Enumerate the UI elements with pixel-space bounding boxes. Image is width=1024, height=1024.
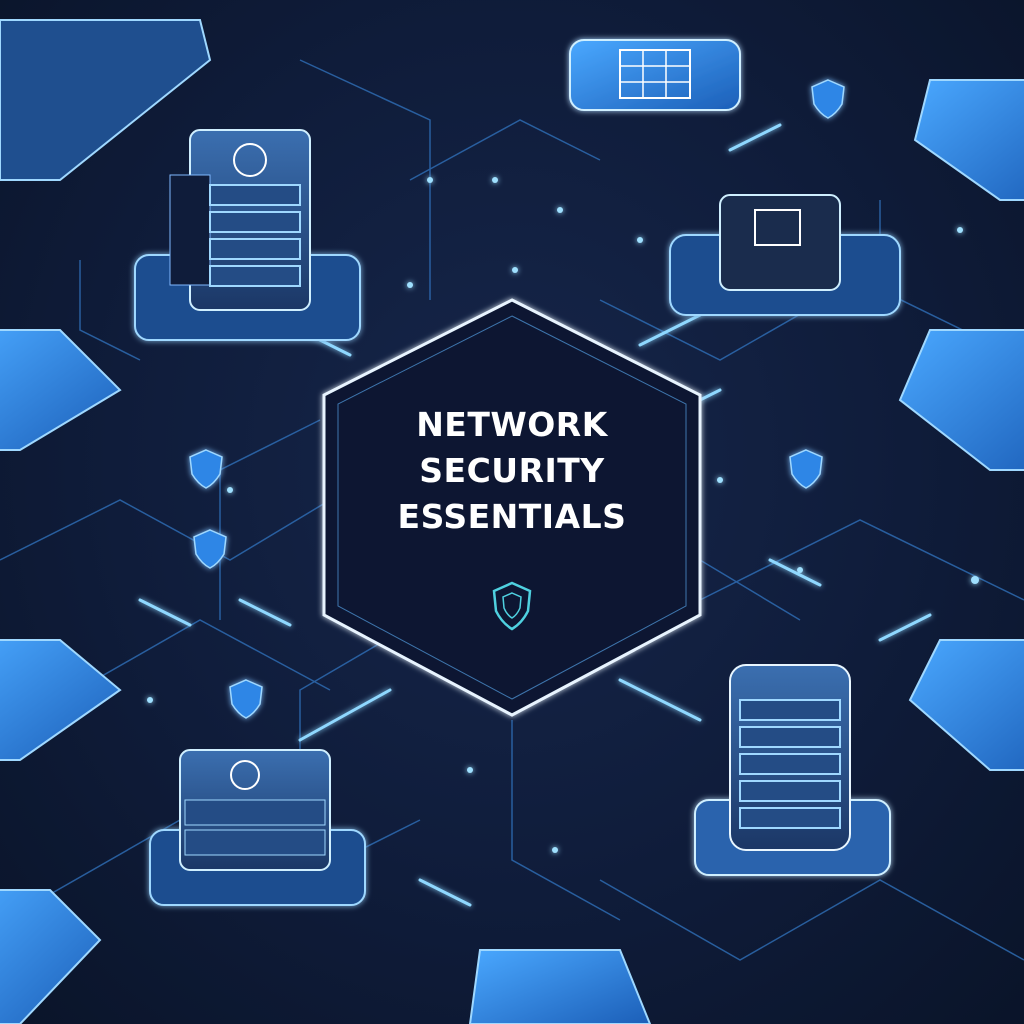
server-rack-icon: [134, 129, 361, 341]
title-line: ESSENTIALS: [397, 497, 627, 536]
chip-icon: [569, 39, 741, 111]
shield-icon: [189, 79, 845, 719]
shield-icon: [492, 581, 532, 631]
network-nodes: [147, 177, 979, 853]
page-title: NETWORK SECURITY ESSENTIALS: [362, 402, 662, 540]
title-line: SECURITY: [419, 451, 605, 490]
server-rack-icon: [694, 664, 891, 876]
server-rack-icon: [149, 749, 366, 906]
device-tile-icon: [0, 19, 1024, 1024]
title-line: NETWORK: [416, 405, 608, 444]
central-hexagon: [322, 298, 702, 717]
network-node-icon: [669, 194, 901, 316]
